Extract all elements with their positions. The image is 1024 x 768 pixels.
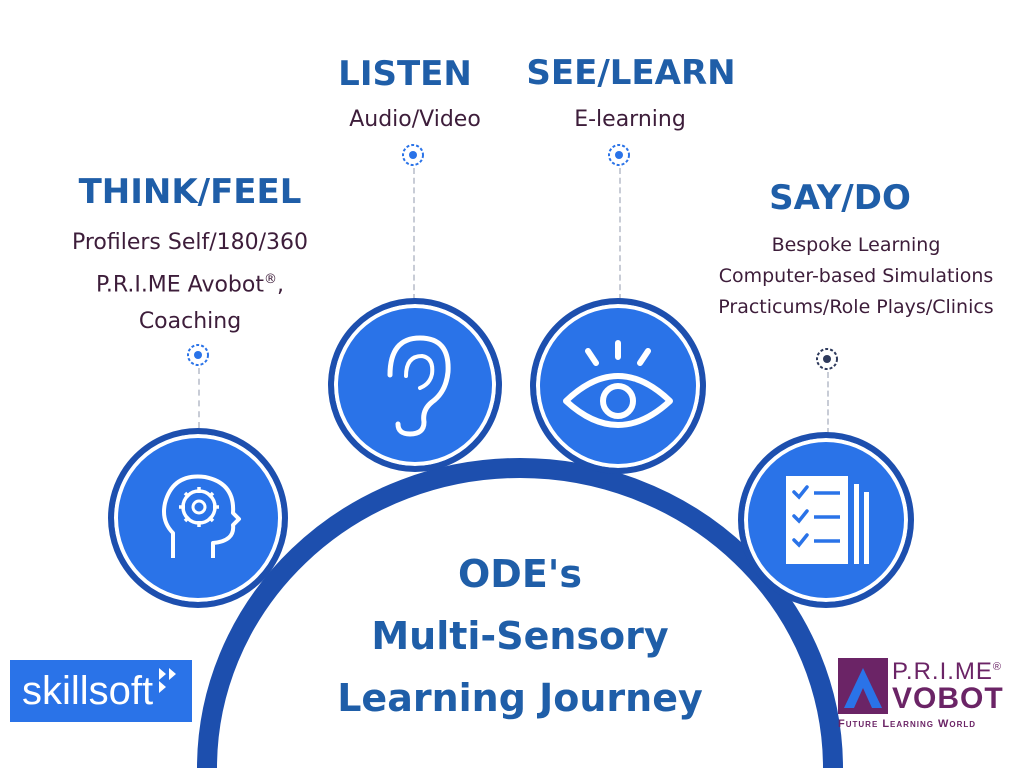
center-line-ode: ODE's: [457, 552, 583, 596]
say-title: SAY/DO: [769, 178, 911, 218]
eye-icon: [563, 340, 673, 428]
skillsoft-wordmark: skillsoft: [22, 668, 154, 713]
ear-icon: [387, 335, 451, 437]
think-title: THINK/FEEL: [78, 172, 302, 212]
connector-listen: [413, 168, 415, 300]
prime-tagline: Future Learning World: [838, 718, 977, 730]
target-marker-icon: [187, 344, 209, 366]
think-circle: [108, 428, 288, 608]
center-line-journey: Learning Journey: [337, 676, 703, 720]
say-line-bespoke: Bespoke Learning: [771, 234, 941, 256]
think-line-profilers: Profilers Self/180/360: [71, 230, 309, 255]
center-title: ODE's Multi-Sensory Learning Journey: [300, 543, 740, 729]
think-line-coaching: Coaching: [138, 309, 242, 335]
say-line-simulations: Computer-based Simulations: [718, 265, 994, 287]
target-marker-icon: [608, 144, 630, 166]
say-line-practicums: Practicums/Role Plays/Clinics: [718, 296, 994, 318]
prime-avobot-logo: P.R.I.ME® VOBOT Future Learning World: [838, 658, 1018, 738]
connector-think: [198, 368, 200, 428]
say-details: Bespoke Learning Computer-based Simulati…: [688, 230, 1024, 323]
avobot-triangle-icon: [838, 658, 888, 714]
connector-say: [827, 372, 829, 434]
listen-subtitle: Audio/Video: [349, 107, 481, 132]
target-marker-icon: [816, 348, 838, 370]
see-title: SEE/LEARN: [526, 53, 736, 93]
listen-circle: [328, 298, 502, 472]
head-brain-icon: [162, 474, 241, 558]
checklist-icon: [786, 476, 869, 564]
see-subtitle: E-learning: [574, 107, 686, 132]
listen-title: LISTEN: [338, 54, 472, 94]
think-line-avobot: P.R.I.ME Avobot®,: [96, 272, 284, 298]
connector-see: [619, 168, 621, 300]
say-circle: [738, 432, 914, 608]
prime-bottom-text: VOBOT: [892, 682, 1004, 715]
prime-top-text: P.R.I.ME®: [892, 658, 1003, 685]
skillsoft-logo: skillsoft: [10, 660, 192, 722]
think-details: Profilers Self/180/360 P.R.I.ME Avobot®,…: [20, 224, 360, 340]
center-line-multisensory: Multi-Sensory: [371, 614, 669, 658]
target-marker-icon: [402, 144, 424, 166]
see-circle: [530, 298, 706, 474]
chevron-right-icon: [159, 668, 177, 693]
